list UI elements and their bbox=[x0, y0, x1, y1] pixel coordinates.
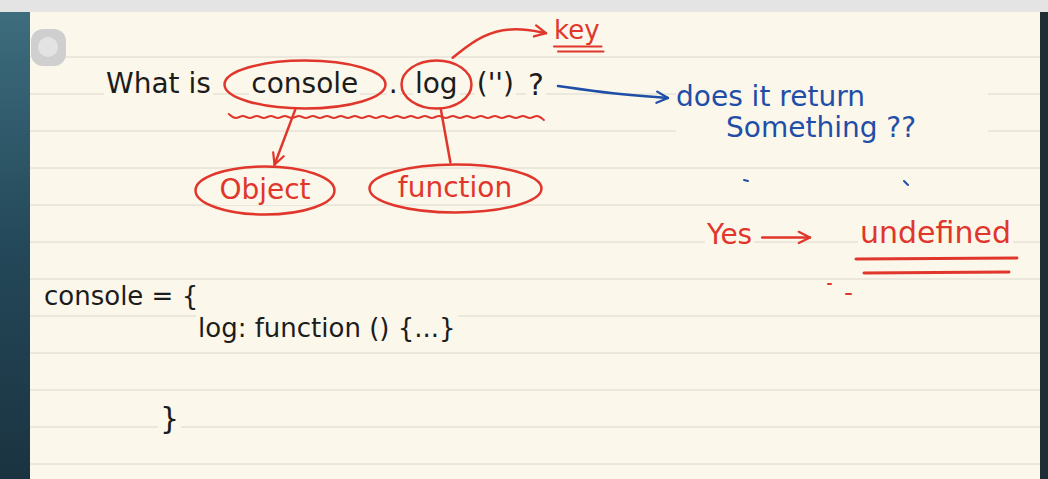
leader-arrow bbox=[453, 29, 546, 58]
circled-word: console bbox=[223, 59, 387, 110]
pen-tick bbox=[744, 180, 748, 181]
concept-ellipse: Object bbox=[194, 165, 336, 216]
ellipse-line bbox=[224, 60, 385, 108]
ruled-line bbox=[30, 390, 1040, 391]
pen-ticks bbox=[828, 284, 851, 294]
node-text: log bbox=[413, 69, 460, 100]
right-edge bbox=[1040, 12, 1048, 479]
ruled-line bbox=[30, 427, 1040, 428]
underline bbox=[558, 51, 604, 53]
toolbar-strip bbox=[0, 0, 1048, 12]
hand-arrow bbox=[441, 109, 451, 162]
code-line: } bbox=[158, 402, 181, 435]
ellipse-line bbox=[196, 166, 335, 214]
pen-tick bbox=[846, 293, 851, 295]
ruled-line bbox=[30, 57, 1040, 58]
ruled-line bbox=[30, 464, 1040, 465]
concept-ellipse: function bbox=[368, 163, 543, 214]
hand-arrow bbox=[274, 109, 295, 164]
node-text: console bbox=[249, 69, 360, 100]
ruled-line bbox=[30, 279, 1040, 280]
paper bbox=[30, 12, 1040, 479]
ellipse-line bbox=[369, 164, 541, 212]
wavy-underline bbox=[229, 114, 544, 120]
ruled-line bbox=[30, 316, 1040, 317]
pen-tick bbox=[904, 181, 908, 185]
underline bbox=[864, 272, 1009, 273]
underline bbox=[856, 258, 1017, 259]
node-text: function bbox=[396, 173, 514, 204]
ellipse-line bbox=[401, 60, 471, 108]
code-line: log: function () {...} bbox=[196, 314, 458, 343]
pen-tick bbox=[828, 283, 831, 285]
floating-button bbox=[31, 29, 66, 66]
answer-value: undefined bbox=[858, 216, 1013, 249]
answer-yes: Yes bbox=[705, 220, 754, 251]
circled-word: log bbox=[400, 59, 473, 110]
question-text: What is bbox=[104, 69, 213, 100]
leader-arrow bbox=[558, 86, 668, 98]
ruled-line bbox=[30, 353, 1040, 354]
call-arguments: ('') bbox=[475, 69, 516, 100]
node-text: Object bbox=[217, 175, 312, 206]
pen-ticks bbox=[744, 180, 908, 185]
key-note: key bbox=[552, 16, 602, 45]
ruled-line bbox=[30, 205, 1040, 206]
code-line: console = { bbox=[42, 282, 200, 311]
ruled-lines bbox=[30, 57, 1040, 464]
underline bbox=[554, 46, 602, 48]
question-note: does it return Something ?? bbox=[676, 82, 988, 144]
answer-arrow bbox=[762, 236, 810, 239]
ruled-line bbox=[30, 168, 1040, 169]
dot-operator: . bbox=[387, 69, 400, 100]
question-mark: ? bbox=[526, 68, 546, 101]
button-dot bbox=[38, 37, 58, 57]
